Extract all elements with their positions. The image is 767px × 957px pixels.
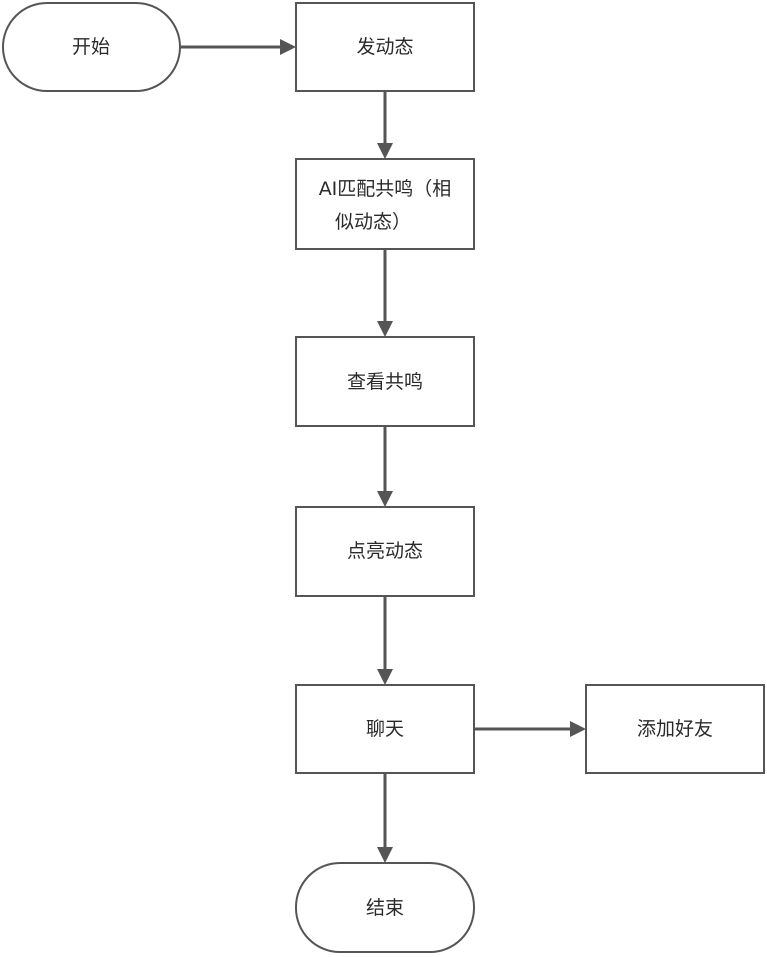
arrowhead (377, 847, 393, 863)
edge-ai-match-to-view (377, 249, 393, 337)
node-add-friend-label: 添加好友 (637, 718, 713, 740)
arrowhead (377, 491, 393, 507)
node-start: 开始 (2, 2, 181, 92)
node-chat: 聊天 (295, 684, 475, 774)
arrowhead (570, 721, 586, 737)
node-view-label: 查看共鸣 (347, 371, 423, 393)
node-ai-match-label-line2: 似动态） (335, 211, 411, 233)
node-view: 查看共鸣 (295, 336, 475, 427)
edge-post-to-ai-match (377, 91, 393, 159)
edge-chat-to-add-friend (474, 721, 586, 737)
edge-view-to-light (377, 426, 393, 507)
arrowhead (377, 669, 393, 685)
process-shape (295, 158, 475, 250)
node-start-label: 开始 (72, 36, 110, 58)
node-add-friend: 添加好友 (585, 684, 765, 774)
node-ai-match: AI匹配共鸣（相 似动态） (295, 158, 475, 250)
process-shape (585, 684, 765, 774)
edge-chat-to-end (377, 773, 393, 863)
process-shape (295, 2, 475, 92)
process-shape (295, 684, 475, 774)
node-end-label: 结束 (366, 897, 404, 919)
node-light: 点亮动态 (295, 506, 475, 597)
process-shape (295, 506, 475, 597)
node-chat-label: 聊天 (366, 718, 404, 740)
arrowhead (377, 321, 393, 337)
terminator-shape (2, 2, 181, 92)
node-light-label: 点亮动态 (347, 540, 423, 562)
node-end: 结束 (295, 862, 475, 953)
node-ai-match-label-line1: AI匹配共鸣（相 (319, 178, 452, 200)
process-shape (295, 336, 475, 427)
edges (180, 39, 586, 863)
node-post: 发动态 (295, 2, 475, 92)
terminator-shape (295, 862, 475, 953)
edge-light-to-chat (377, 596, 393, 685)
node-post-label: 发动态 (356, 36, 413, 58)
arrowhead (280, 39, 296, 55)
arrowhead (377, 143, 393, 159)
edge-start-to-post (180, 39, 296, 55)
